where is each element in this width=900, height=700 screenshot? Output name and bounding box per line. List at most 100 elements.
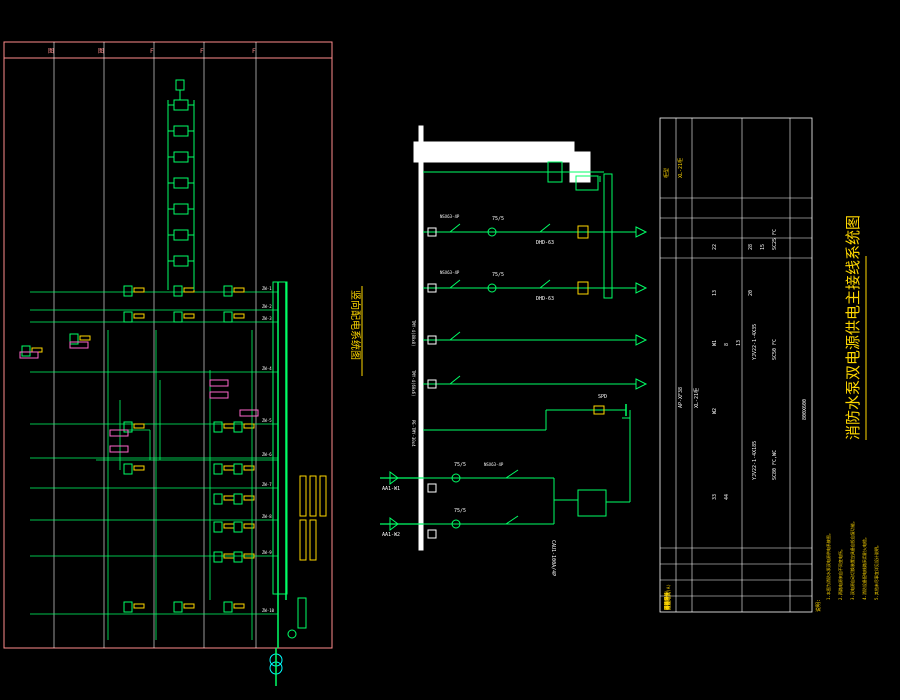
feeder-marker <box>427 227 437 237</box>
spd-box <box>593 405 605 415</box>
relay-coil <box>173 177 189 189</box>
device-box <box>173 311 183 323</box>
table-number: 13 <box>736 340 742 346</box>
contactor-label: DHD-63 <box>536 240 554 246</box>
device-tag <box>243 523 255 529</box>
feeder-label: ZW-6 <box>262 452 272 457</box>
device-tag <box>133 465 145 471</box>
main-busbar <box>418 125 424 551</box>
table-number: 28 <box>748 244 754 250</box>
device-box <box>69 333 79 345</box>
table-col-header: AP-XF38 <box>678 387 684 408</box>
incoming-marker <box>427 483 437 493</box>
note-line: 2.两路电源来自不同变电所。 <box>837 547 843 600</box>
device-box <box>213 521 223 533</box>
table-number: 22 <box>712 244 718 250</box>
vertical-tag <box>309 475 317 517</box>
feeder-label: ZW-10 <box>262 608 275 613</box>
device-box <box>123 601 133 613</box>
device-tag <box>233 287 245 293</box>
device-box <box>233 551 243 563</box>
cabinet-size: 800X600 <box>802 399 808 420</box>
device-tag <box>133 603 145 609</box>
note-line: 4.消防设备配电线路采用耐火电缆。 <box>861 535 867 600</box>
device-tag <box>133 287 145 293</box>
breaker-contact <box>505 515 519 525</box>
device-box <box>233 521 243 533</box>
pipe-spec: SC50 FC <box>772 339 778 360</box>
device-tag <box>223 465 235 471</box>
device-box <box>233 463 243 475</box>
note-line: 3.双电源自动切换装置应具备自投自复功能。 <box>849 519 855 600</box>
pink-tag <box>239 409 259 417</box>
table-number: 44 <box>724 494 730 500</box>
relay-coil <box>173 203 189 215</box>
device-box <box>223 285 233 297</box>
switch-label: NSX63-4P <box>484 462 504 467</box>
ct-label: 75/5 <box>454 508 466 514</box>
note-line: 5.其他未尽事宜详见设计说明。 <box>873 543 879 600</box>
table-number: 20 <box>748 290 754 296</box>
pink-tag <box>69 341 89 349</box>
table-number: W1 <box>712 340 718 346</box>
table-number: 15 <box>760 244 766 250</box>
ats-box <box>577 489 607 517</box>
device-tag <box>223 495 235 501</box>
feeder-label: ZW-1 <box>262 286 272 291</box>
device-box <box>213 421 223 433</box>
note-line: 1.本图为消防水泵双电源供电系统图。 <box>825 531 831 600</box>
device-box <box>223 601 233 613</box>
header-mark: F <box>150 48 154 55</box>
device-box <box>233 493 243 505</box>
header-mark: F <box>200 48 204 55</box>
device-tag <box>233 313 245 319</box>
bottom-cable-tag <box>297 597 307 629</box>
spd-label: SPD <box>598 394 607 400</box>
vertical-tag <box>309 519 317 561</box>
device-tag <box>223 523 235 529</box>
feeder-arrow <box>635 334 648 346</box>
ct-icon <box>487 283 497 293</box>
thermal-relay <box>577 281 589 295</box>
device-box <box>173 601 183 613</box>
table-number: 13 <box>712 290 718 296</box>
ct-label: 75/5 <box>454 462 466 468</box>
relay-coil <box>173 151 189 163</box>
contactor-contact <box>539 223 551 233</box>
meter-icon <box>287 629 297 639</box>
thermal-relay <box>577 225 589 239</box>
device-box <box>21 345 31 357</box>
feeder-label: ZW-7 <box>262 482 272 487</box>
control-fuse <box>175 79 185 91</box>
ct-icon <box>451 519 461 529</box>
contactor-label: DHD-63 <box>536 296 554 302</box>
incoming-label: AA1-W1 <box>382 486 400 492</box>
breaker-contact <box>449 223 461 233</box>
pink-tag <box>19 351 39 359</box>
feeder-label: ZW-2 <box>262 304 272 309</box>
drawing-title: 消防水泵双电源供电主接线系统图 <box>844 215 862 440</box>
bus-label: TMY-4(60x6) <box>411 370 416 397</box>
header-mark: 图 <box>48 48 54 55</box>
row-label: 敷设方式 <box>665 592 672 610</box>
vertical-tag <box>299 519 307 561</box>
row-label: 回路编号 <box>663 592 670 610</box>
contactor-contact <box>539 279 551 289</box>
feeder-marker <box>427 283 437 293</box>
feeder-arrow <box>635 282 648 294</box>
row-label: 容量(kW) <box>663 590 670 610</box>
feeder-label: ZW-8 <box>262 514 272 519</box>
left-bus-duct <box>272 281 288 595</box>
switch-label: NSX63-4P <box>440 270 460 275</box>
feeder-arrow <box>635 226 648 238</box>
pink-tag <box>209 379 229 387</box>
device-tag <box>243 465 255 471</box>
feeder-label: ZW-3 <box>262 316 272 321</box>
incoming-arrow <box>389 517 399 531</box>
incoming-label: AA1-W2 <box>382 532 400 538</box>
breaker-contact <box>449 279 461 289</box>
device-tag <box>133 423 145 429</box>
device-box <box>173 285 183 297</box>
